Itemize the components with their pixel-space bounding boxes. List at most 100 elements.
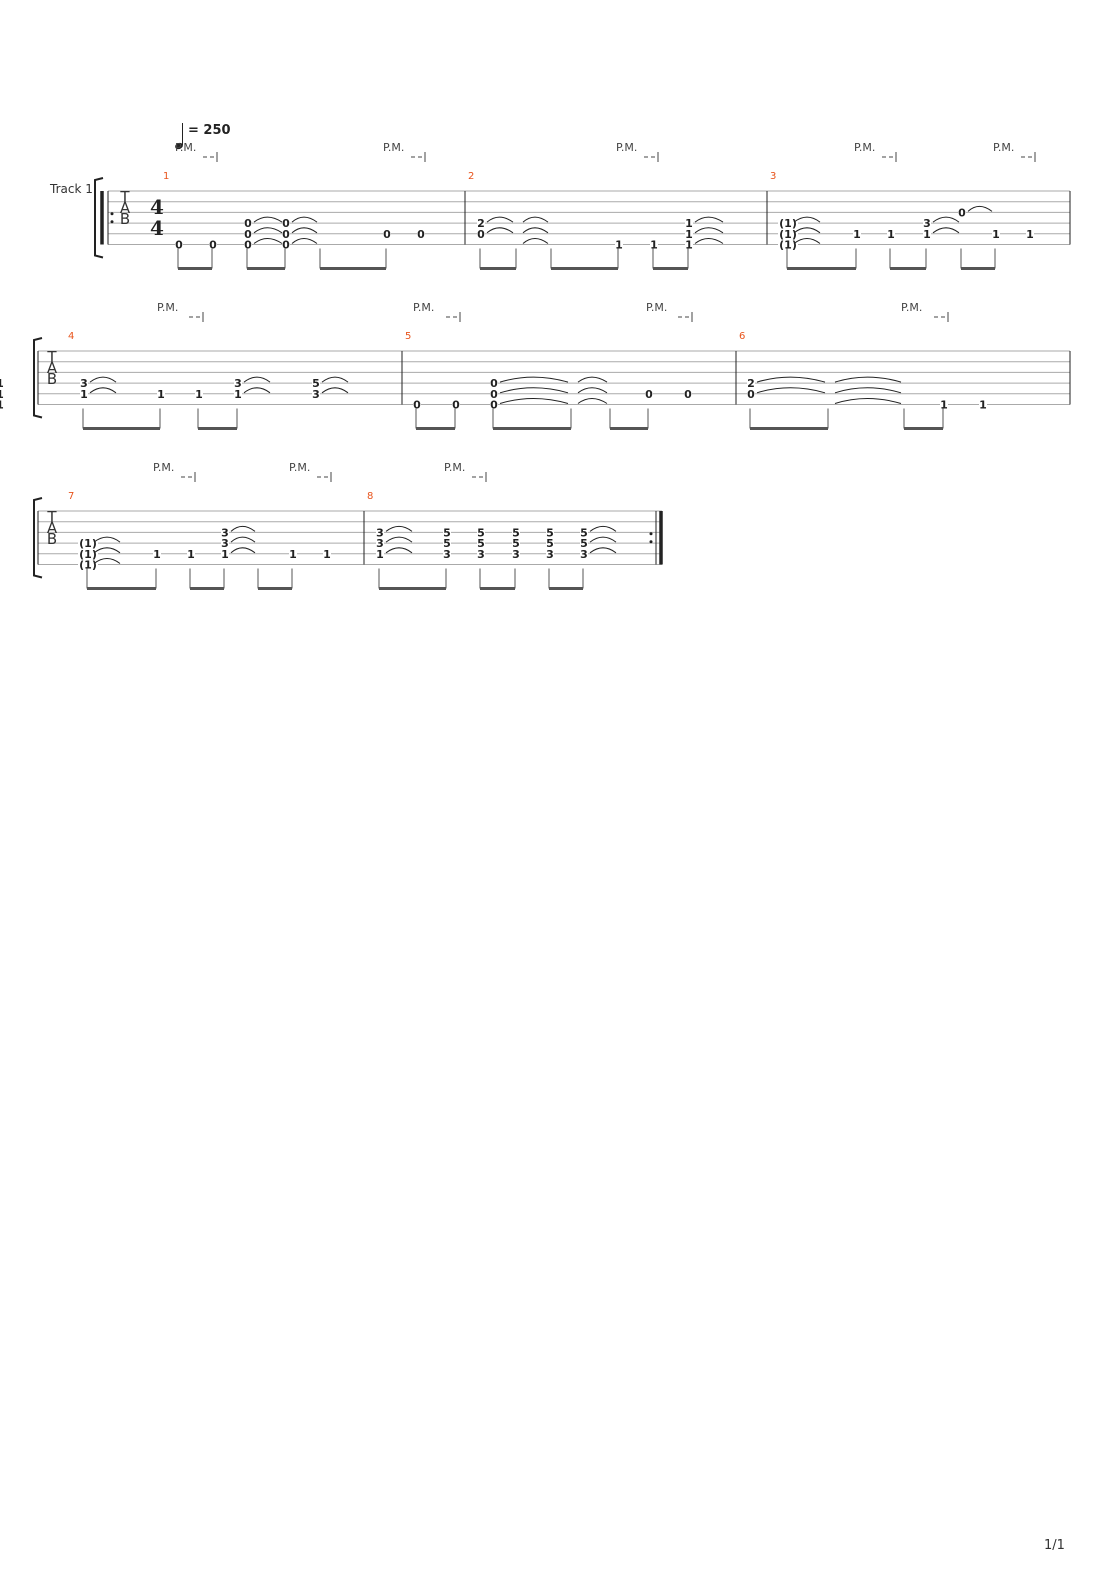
tab-clef-letter: T <box>119 188 130 206</box>
fret-number: 1 <box>376 548 384 561</box>
palm-mute-label: P.M. <box>993 141 1014 154</box>
fret-number: (1) <box>79 548 97 561</box>
palm-mute-label: P.M. <box>901 301 922 314</box>
fret-number: 2 <box>747 377 755 390</box>
fret-number: 1 <box>187 548 195 561</box>
tie-arc <box>932 227 960 234</box>
fret-number: 1 <box>157 388 165 401</box>
fret-number: 1 <box>234 388 242 401</box>
tie-arc <box>243 376 271 383</box>
fret-number: 3 <box>221 537 229 550</box>
fret-number: 0 <box>490 388 498 401</box>
tie-arc <box>834 398 902 404</box>
fret-number-knockout <box>580 538 588 550</box>
fret-number-knockout <box>221 548 229 560</box>
tie-arc <box>577 387 608 394</box>
fret-number-knockout <box>992 228 1000 240</box>
tie-arc <box>694 238 724 244</box>
fret-number: 3 <box>221 526 229 539</box>
fret-number: 1 <box>323 548 331 561</box>
tie-arc <box>89 387 117 394</box>
system-bracket <box>33 497 43 579</box>
palm-mute-label: P.M. <box>153 461 174 474</box>
fret-number: 3 <box>580 548 588 561</box>
fret-number-knockout <box>1026 228 1034 240</box>
palm-mute-label: P.M. <box>444 461 465 474</box>
fret-number-knockout <box>80 388 88 400</box>
fret-number: (1) <box>779 217 797 230</box>
tempo-marking: = 250 <box>175 123 231 150</box>
fret-number: 2 <box>477 217 485 230</box>
fret-number: 0 <box>645 388 653 401</box>
fret-number-knockout <box>234 388 242 400</box>
fret-number: 5 <box>512 537 520 550</box>
fret-number: 1 <box>0 388 4 401</box>
fret-number-knockout <box>195 388 203 400</box>
tab-clef-letter: B <box>47 530 57 548</box>
fret-number-knockout <box>477 527 485 539</box>
fret-number: 3 <box>477 548 485 561</box>
tie-arc <box>793 238 821 244</box>
fret-number: 1 <box>992 228 1000 241</box>
fret-number: 1 <box>0 377 4 390</box>
fret-number: 1 <box>940 399 948 412</box>
tie-arc <box>321 376 349 383</box>
fret-number-knockout <box>153 548 161 560</box>
fret-number-knockout <box>376 527 384 539</box>
tie-arc <box>834 387 902 394</box>
fret-number: 5 <box>477 537 485 550</box>
fret-number-knockout <box>490 388 498 400</box>
fret-number: 1 <box>923 228 931 241</box>
fret-number: 3 <box>443 548 451 561</box>
fret-number-knockout <box>512 538 520 550</box>
fret-number-knockout <box>477 538 485 550</box>
tie-arc <box>230 525 256 532</box>
tie-arc <box>793 216 821 223</box>
repeat-dot <box>110 220 114 224</box>
measure-number: 3 <box>770 171 776 182</box>
fret-number-knockout <box>685 239 693 251</box>
fret-number-knockout <box>323 548 331 560</box>
fret-number-knockout <box>923 218 931 230</box>
tie-arc <box>577 376 608 383</box>
fret-number-knockout <box>940 399 948 411</box>
fret-number-knockout <box>312 388 320 400</box>
time-signature-bottom: 4 <box>150 216 164 240</box>
tie-arc <box>834 376 902 383</box>
tie-arc <box>967 205 993 212</box>
tie-arc <box>522 227 549 234</box>
fret-number-knockout <box>78 538 98 550</box>
tie-arc <box>694 227 724 234</box>
fret-number-knockout <box>684 388 692 400</box>
fret-number: 1 <box>887 228 895 241</box>
tie-arc <box>577 398 608 404</box>
fret-number: 0 <box>684 388 692 401</box>
fret-number-knockout <box>747 378 755 390</box>
fret-number-knockout <box>443 548 451 560</box>
fret-number-knockout <box>209 239 217 251</box>
tie-arc <box>243 387 271 394</box>
fret-number-knockout <box>546 538 554 550</box>
fret-number: 0 <box>490 377 498 390</box>
tie-arc <box>291 238 318 244</box>
tie-arc <box>253 227 283 234</box>
tie-arc <box>230 547 256 554</box>
fret-number: 3 <box>234 377 242 390</box>
measure-number: 2 <box>468 171 474 182</box>
fret-number-knockout <box>887 228 895 240</box>
repeat-dot <box>649 540 653 544</box>
fret-number: 0 <box>282 239 290 252</box>
tie-arc <box>385 536 413 543</box>
repeat-dot <box>110 212 114 216</box>
fret-number: 5 <box>443 537 451 550</box>
fret-number: 0 <box>417 228 425 241</box>
fret-number-knockout <box>221 538 229 550</box>
tie-arc <box>93 558 121 564</box>
palm-mute-label: P.M. <box>289 461 310 474</box>
tab-clef-letter: B <box>120 210 130 228</box>
tie-arc <box>253 238 283 244</box>
fret-number-knockout <box>282 218 290 230</box>
system-bracket <box>33 337 43 419</box>
fret-number: 0 <box>244 239 252 252</box>
